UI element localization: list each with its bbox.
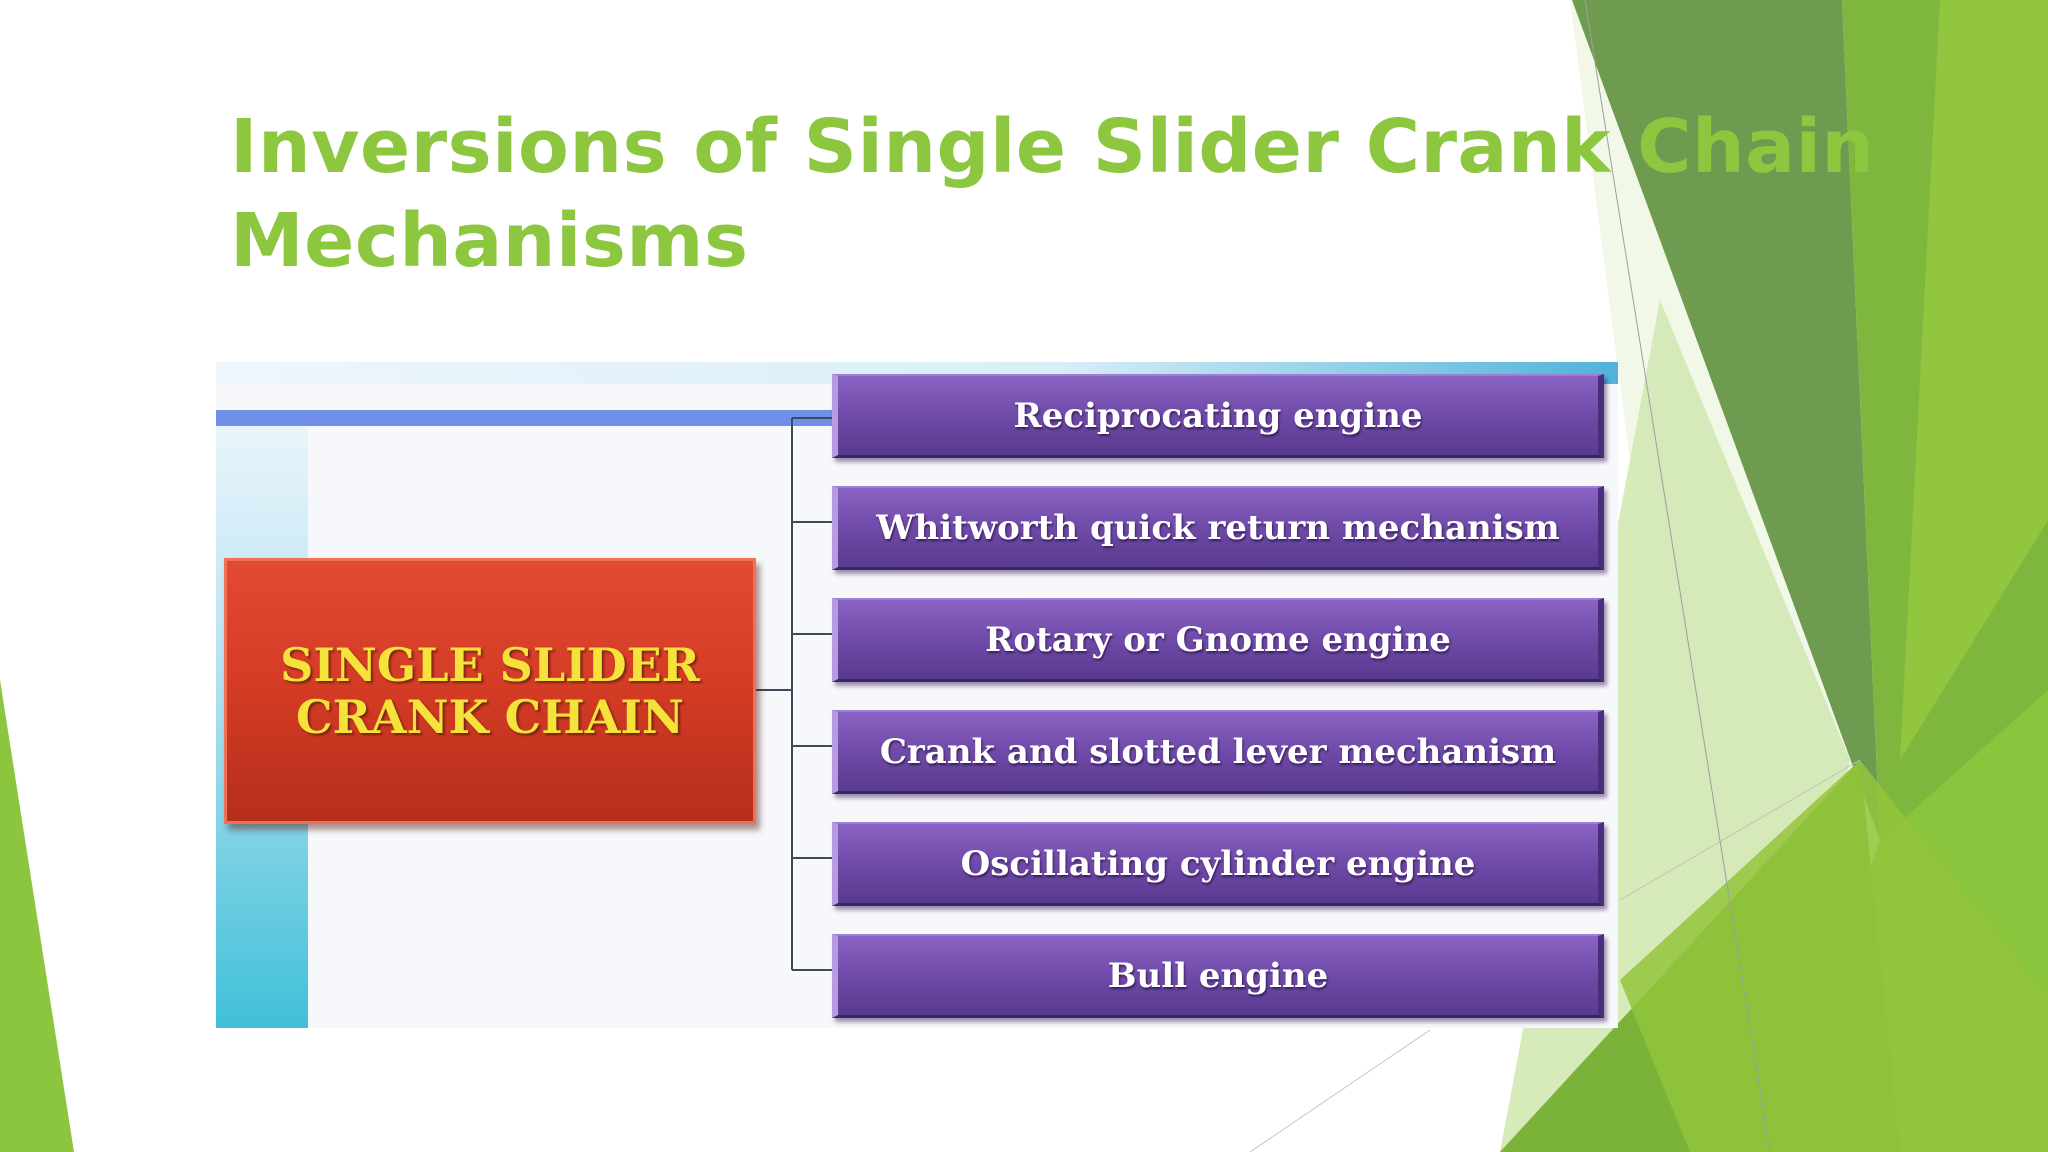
- child-node-2: Whitworth quick return mechanism: [832, 486, 1604, 570]
- child-node-1: Reciprocating engine: [832, 374, 1604, 458]
- child-node-label: Reciprocating engine: [1013, 395, 1423, 436]
- slide-title-line-1: Inversions of Single Slider Crank Chain: [230, 104, 1875, 190]
- child-node-label: Crank and slotted lever mechanism: [879, 731, 1557, 772]
- slide-title: Inversions of Single Slider Crank Chain …: [230, 100, 1875, 288]
- child-node-label: Oscillating cylinder engine: [960, 843, 1476, 884]
- child-node-3: Rotary or Gnome engine: [832, 598, 1604, 682]
- child-node-label: Rotary or Gnome engine: [985, 619, 1451, 660]
- child-node-label: Bull engine: [1107, 955, 1329, 996]
- child-node-label: Whitworth quick return mechanism: [876, 507, 1560, 548]
- child-node-6: Bull engine: [832, 934, 1604, 1018]
- diagram-blue-bar: [216, 410, 836, 426]
- child-node-4: Crank and slotted lever mechanism: [832, 710, 1604, 794]
- hierarchy-diagram: SINGLE SLIDER CRANK CHAIN Reciprocating …: [216, 362, 1618, 1028]
- root-node-label: SINGLE SLIDER CRANK CHAIN: [280, 638, 700, 744]
- tree-connector-lines: [756, 417, 834, 971]
- child-node-5: Oscillating cylinder engine: [832, 822, 1604, 906]
- slide-title-line-2: Mechanisms: [230, 198, 749, 284]
- root-node-box: SINGLE SLIDER CRANK CHAIN: [224, 558, 756, 824]
